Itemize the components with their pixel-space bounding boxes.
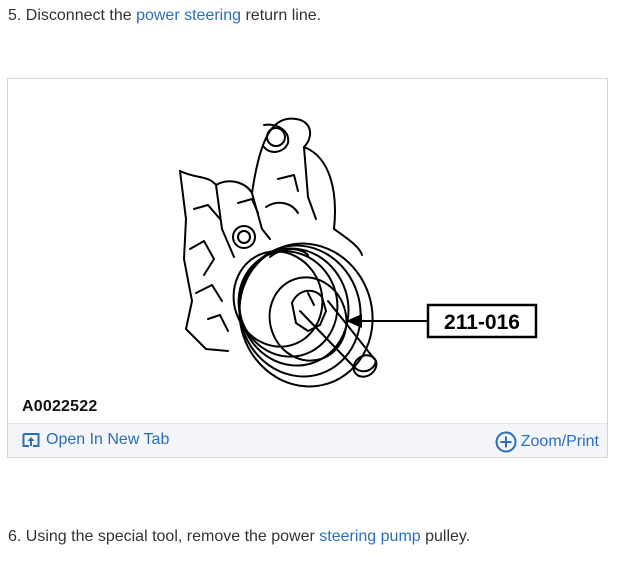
step-6-prefix: 6. Using the special tool, remove the po… [8,528,320,545]
step-5-text: 5. Disconnect the power steering return … [8,6,321,26]
open-in-new-tab-button[interactable]: Open In New Tab [22,431,169,449]
power-steering-link[interactable]: power steering [136,7,242,24]
open-in-new-tab-label: Open In New Tab [46,431,170,448]
circle-plus-icon [495,431,517,453]
tool-callout-label: 211-016 [444,311,520,334]
open-new-tab-icon [22,433,40,447]
zoom-print-button[interactable]: Zoom/Print [495,431,599,453]
figure-card: 211-016 A0022522 Open In New Tab Zoom/Pr… [7,78,608,458]
zoom-print-label: Zoom/Print [520,433,599,450]
pulley-removal-illustration[interactable]: 211-016 [8,79,607,424]
figure-id: A0022522 [22,398,98,415]
step-5-prefix: 5. Disconnect the [8,7,137,24]
steering-pump-link[interactable]: steering pump [319,528,421,545]
figure-toolbar: Open In New Tab Zoom/Print [8,423,607,457]
step-5-suffix: return line. [241,7,322,24]
step-6-text: 6. Using the special tool, remove the po… [8,527,470,547]
step-6-suffix: pulley. [420,528,471,545]
